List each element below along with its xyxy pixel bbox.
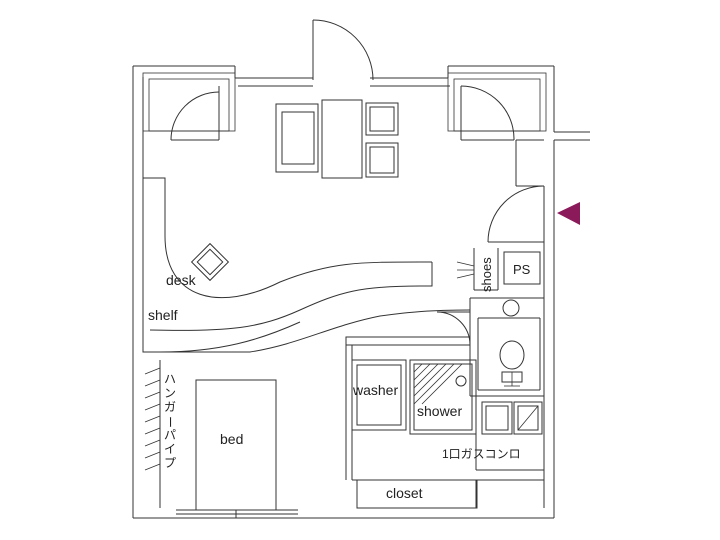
shelf-label: shelf [148,307,178,323]
desk-chair [190,242,230,282]
entrance-arrow-icon [557,202,580,225]
hanger-char: ン [164,386,176,400]
hanger-char: ー [163,416,177,428]
toilet-icon [499,340,525,387]
gas-stove-label: 1口ガスコンロ [442,447,521,461]
hanger-char: ガ [164,400,176,414]
shower-tile-hatch [413,363,463,405]
shower-label: shower [417,403,462,419]
washer-label: washer [352,382,398,398]
sink-icon [502,299,520,317]
washer-shower-block [345,336,477,480]
hanger-char: プ [164,456,176,470]
bed-label: bed [220,431,243,447]
shoes-label: shoes [479,257,494,292]
shower-drain-icon [455,375,467,387]
kitchen-counter [475,396,544,471]
hanger-char: イ [164,442,176,456]
hanger-pipe [144,360,161,508]
doors [170,19,545,346]
hanger-pipe-label: ハ ン ガ ー パ イ プ [163,372,177,470]
furniture-seating [275,99,399,179]
closet-unit [352,479,544,509]
entry-storage [456,248,541,291]
closet-label: closet [386,485,423,501]
curved-desk-shelf [142,177,471,353]
window-bays [142,72,547,132]
bathroom [469,297,544,397]
desk-label: desk [166,272,197,288]
hanger-char: パ [164,428,176,442]
bed [195,379,277,511]
outer-walls [132,65,590,519]
hanger-char: ハ [164,372,176,386]
ps-label: PS [513,262,531,277]
